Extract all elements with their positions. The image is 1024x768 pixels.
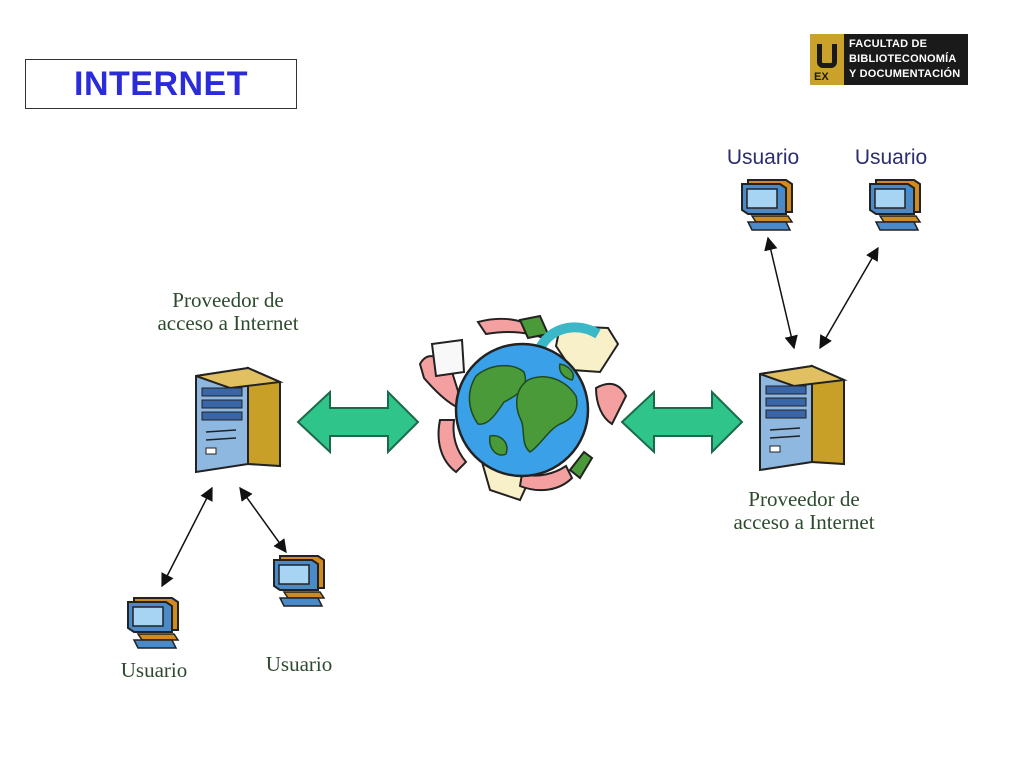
connection-arrow-top-left (764, 236, 798, 350)
double-arrow-icon-left (296, 389, 420, 455)
logo-mark-icon: EX (810, 34, 844, 85)
server-tower-icon-right (759, 365, 845, 471)
provider-label-right-line-2: acceso a Internet (733, 510, 875, 534)
title-box: INTERNET (25, 59, 297, 109)
user-label-top-left: Usuario (726, 146, 800, 169)
logo-mark-text: EX (814, 71, 829, 83)
desktop-computer-icon-top-right (869, 179, 921, 231)
provider-label-right: Proveedor de acceso a Internet (706, 488, 902, 534)
server-tower-icon-left (195, 367, 281, 473)
provider-label-left-line-2: acceso a Internet (157, 311, 299, 335)
logo-text: FACULTAD DE BIBLIOTECONOMÍA Y DOCUMENTAC… (844, 37, 960, 82)
desktop-computer-icon-bottom-left (127, 597, 179, 649)
user-label-bottom-left: Usuario (120, 658, 188, 682)
globe-with-hands-icon (418, 314, 628, 502)
provider-label-right-line-1: Proveedor de (748, 487, 860, 511)
logo-line-3: Y DOCUMENTACIÓN (849, 68, 961, 80)
page-title: INTERNET (74, 64, 248, 103)
logo-line-1: FACULTAD DE (849, 38, 928, 50)
connection-arrow-top-right (819, 246, 879, 350)
desktop-computer-icon-bottom-right (273, 555, 325, 607)
desktop-computer-icon-top-left (741, 179, 793, 231)
provider-label-left-line-1: Proveedor de (172, 288, 284, 312)
user-label-top-right: Usuario (854, 146, 928, 169)
user-label-bottom-right: Usuario (265, 652, 333, 676)
faculty-logo: EX FACULTAD DE BIBLIOTECONOMÍA Y DOCUMEN… (810, 34, 968, 85)
connection-arrow-bottom-left (161, 486, 213, 588)
double-arrow-icon-right (620, 389, 744, 455)
provider-label-left: Proveedor de acceso a Internet (130, 289, 326, 335)
connection-arrow-bottom-right (239, 486, 287, 554)
logo-line-2: BIBLIOTECONOMÍA (849, 53, 957, 65)
